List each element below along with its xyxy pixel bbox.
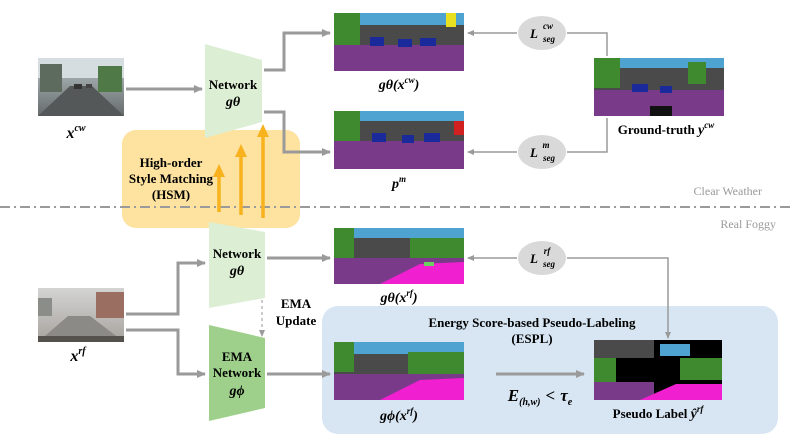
network-ema-label-1: EMA [222, 349, 253, 364]
arrow-gt-to-lossm [567, 118, 608, 153]
network-top [205, 44, 262, 138]
hsm-title-3: (HSM) [152, 187, 190, 202]
network-ema [209, 325, 265, 421]
seg-map-pm [334, 111, 464, 169]
seg-map-gx-rf [334, 228, 464, 284]
svg-text:L: L [529, 26, 538, 41]
ema-update-2: Update [276, 313, 317, 328]
arrow-xrf-to-net [126, 259, 206, 316]
network-top-label: Network [209, 77, 258, 92]
network-mid-symbol: gθ [229, 264, 245, 279]
seg-map-gx-cw [334, 13, 464, 71]
label-ground-truth: Ground-truth ycw [618, 120, 716, 138]
hsm-title-1: High-order [140, 155, 203, 170]
loss-cw: L cw seg [518, 16, 566, 50]
energy-inequality: E(h,w)<τe [507, 386, 573, 408]
label-p-m: pm [391, 174, 406, 192]
label-gphi-x-rf: gϕ(xrf) [379, 406, 418, 424]
espl-title-1: Energy Score-based Pseudo-Labeling [428, 315, 636, 330]
arrow-pseudo-to-lossrf [567, 257, 671, 339]
network-ema-symbol: gϕ [228, 384, 244, 399]
hsm-title-2: Style Matching [129, 171, 214, 186]
espl-panel [322, 306, 778, 434]
hsm-panel [122, 130, 300, 228]
seg-map-gphi-x-rf [334, 342, 464, 400]
svg-text:L: L [529, 145, 538, 160]
network-mid-label: Network [213, 246, 262, 261]
network-ema-label-2: Network [213, 365, 262, 380]
network-top-symbol: gθ [225, 95, 241, 110]
label-g-x-cw: gθ(xcw) [378, 75, 420, 93]
ground-truth-image [594, 58, 724, 116]
label-x-cw: xcw [65, 123, 85, 142]
arrow-net-to-pm [264, 110, 331, 156]
svg-text:seg: seg [542, 153, 555, 163]
clear-weather-image [38, 58, 124, 116]
svg-text:L: L [529, 251, 538, 266]
label-pseudo-label: Pseudo Label ŷrf [613, 404, 705, 422]
network-mid [209, 222, 265, 308]
ema-update-1: EMA [281, 296, 312, 311]
svg-text:cw: cw [543, 21, 554, 31]
loss-rf: L rf seg [518, 241, 566, 275]
domain-label-foggy: Real Foggy [720, 217, 776, 231]
domain-label-clear: Clear Weather [694, 184, 762, 198]
espl-title-2: (ESPL) [511, 331, 552, 346]
arrow-gt-to-losscw [567, 32, 608, 56]
svg-text:seg: seg [542, 259, 555, 269]
svg-text:m: m [542, 140, 549, 150]
arrow-xrf-to-ema [126, 328, 206, 378]
loss-m: L m seg [518, 135, 566, 169]
svg-text:seg: seg [542, 34, 555, 44]
pseudo-label-image [594, 340, 722, 400]
svg-text:rf: rf [544, 246, 552, 256]
arrow-net-to-gxcw [264, 29, 331, 72]
foggy-image [38, 288, 124, 342]
label-x-rf: xrf [69, 346, 87, 365]
label-g-x-rf: gθ(xrf) [379, 288, 417, 306]
